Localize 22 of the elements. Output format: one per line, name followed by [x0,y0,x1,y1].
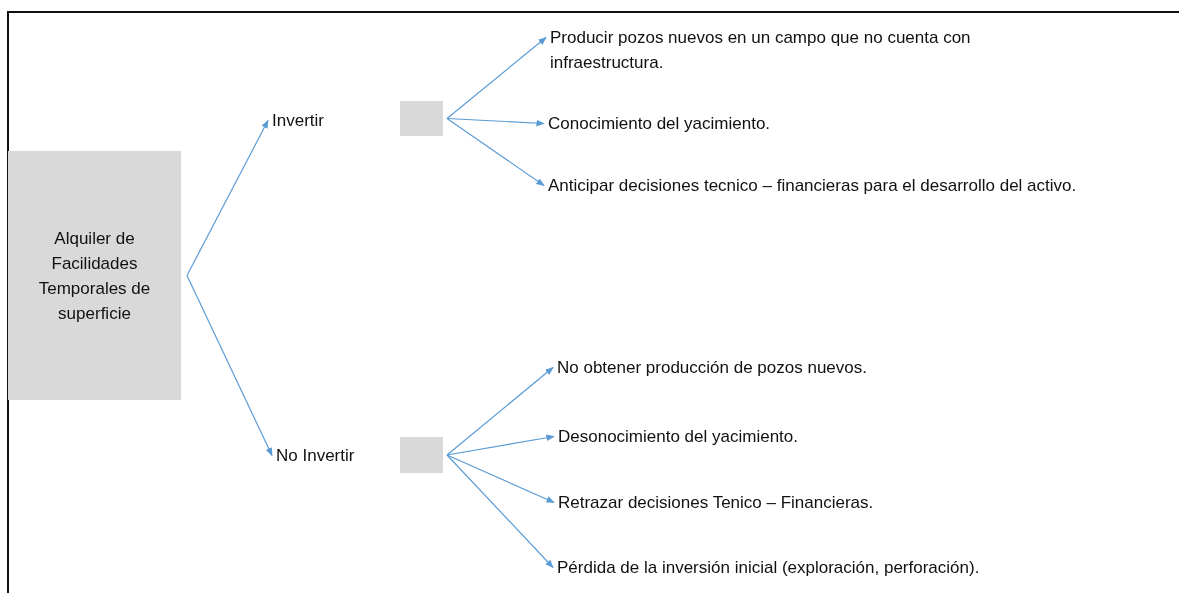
outcome-text: Retrazar decisiones Tenico – Financieras. [558,490,978,515]
outcome-text: Producir pozos nuevos en un campo que no cuenta con infraestructura. [550,25,1000,75]
outcome-text: Pérdida de la inversión inicial (exploración, perforación). [557,555,1137,580]
decision-square [400,437,443,473]
outcome-text: Anticipar decisiones tecnico – financieras para el desarrollo del activo. [548,173,1093,198]
outcome-text: Conocimiento del yacimiento. [548,111,948,136]
arrow [446,117,545,187]
arrow [446,366,554,456]
process-box [8,151,181,400]
arrow [446,36,547,120]
option-label: Invertir [272,108,362,133]
arrow [446,454,555,504]
outcome-text: No obtener producción de pozos nuevos. [557,355,977,380]
outcome-text: Desonocimiento del yacimiento. [558,424,958,449]
arrow [446,117,545,127]
decision-square [400,101,443,136]
arrow [186,274,273,457]
arrow [446,454,554,569]
arrow [446,434,555,456]
box-label: Alquiler de Facilidades Temporales de superficie [37,227,152,325]
arrow [186,119,269,277]
option-label: No Invertir [276,443,386,468]
